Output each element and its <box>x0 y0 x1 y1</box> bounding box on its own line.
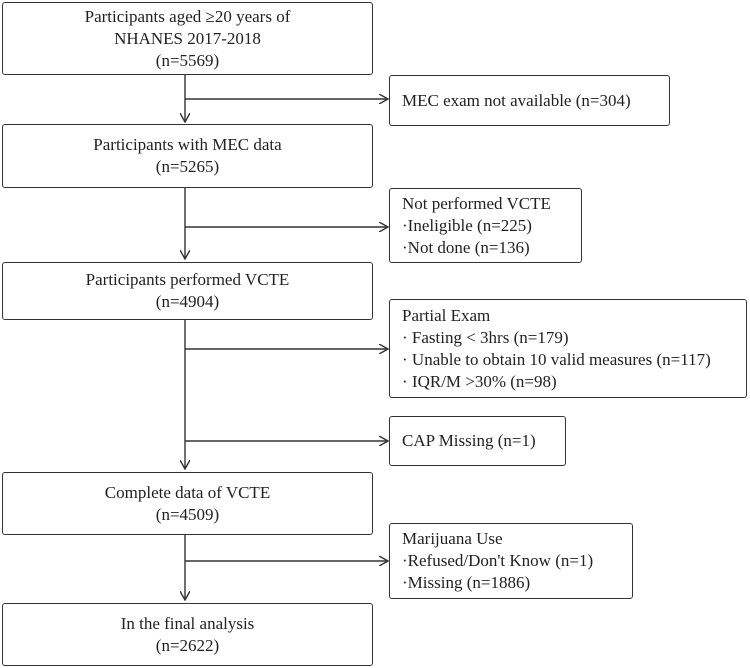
main-box-vcte: Participants performed VCTE (n=4904) <box>2 262 373 320</box>
exclusion-item: ·Refused/Don't Know (n=1) <box>402 551 594 570</box>
main-box-line: In the final analysis <box>120 613 255 633</box>
main-box-final: In the final analysis (n=2622) <box>2 603 373 666</box>
exclusion-item: · IQR/M >30% (n=98) <box>402 371 557 391</box>
exclusion-item: ·Ineligible (n=225) <box>402 215 532 235</box>
main-box-count: (n=5569) <box>155 50 220 70</box>
exclusion-title: Marijuana Use <box>402 529 503 548</box>
main-box-line: Participants aged ≥20 years of <box>84 6 291 26</box>
exclusion-item: · Fasting < 3hrs (n=179) <box>402 327 569 347</box>
main-box-line: Participants with MEC data <box>93 135 282 154</box>
exclusion-box-partial-exam: Partial Exam · Fasting < 3hrs (n=179) · … <box>389 299 747 398</box>
main-box-mec: Participants with MEC data (n=5265) <box>2 124 373 188</box>
main-box-count: (n=2622) <box>155 635 220 655</box>
main-box-line: Complete data of VCTE <box>104 482 271 502</box>
main-box-count: (n=4509) <box>155 504 220 524</box>
exclusion-title: Partial Exam <box>402 305 491 325</box>
main-box-count: (n=5265) <box>155 157 220 176</box>
exclusion-box-mec: MEC exam not available (n=304) <box>389 75 670 126</box>
exclusion-item: ·Not done (n=136) <box>402 237 530 257</box>
main-box-line: NHANES 2017-2018 <box>114 28 261 48</box>
main-box-count: (n=4904) <box>155 292 220 311</box>
main-box-complete-vcte: Complete data of VCTE (n=4509) <box>2 472 373 535</box>
exclusion-title: Not performed VCTE <box>402 193 551 213</box>
exclusion-item: · Unable to obtain 10 valid measures (n=… <box>402 349 711 369</box>
exclusion-title: CAP Missing (n=1) <box>402 431 536 450</box>
exclusion-box-vcte: Not performed VCTE ·Ineligible (n=225) ·… <box>389 188 582 263</box>
exclusion-title: MEC exam not available (n=304) <box>402 90 631 110</box>
main-box-line: Participants performed VCTE <box>85 270 290 289</box>
main-box-initial: Participants aged ≥20 years of NHANES 20… <box>2 2 373 75</box>
exclusion-item: ·Missing (n=1886) <box>402 573 531 592</box>
exclusion-box-marijuana: Marijuana Use ·Refused/Don't Know (n=1) … <box>389 523 633 599</box>
exclusion-box-cap: CAP Missing (n=1) <box>389 416 566 466</box>
